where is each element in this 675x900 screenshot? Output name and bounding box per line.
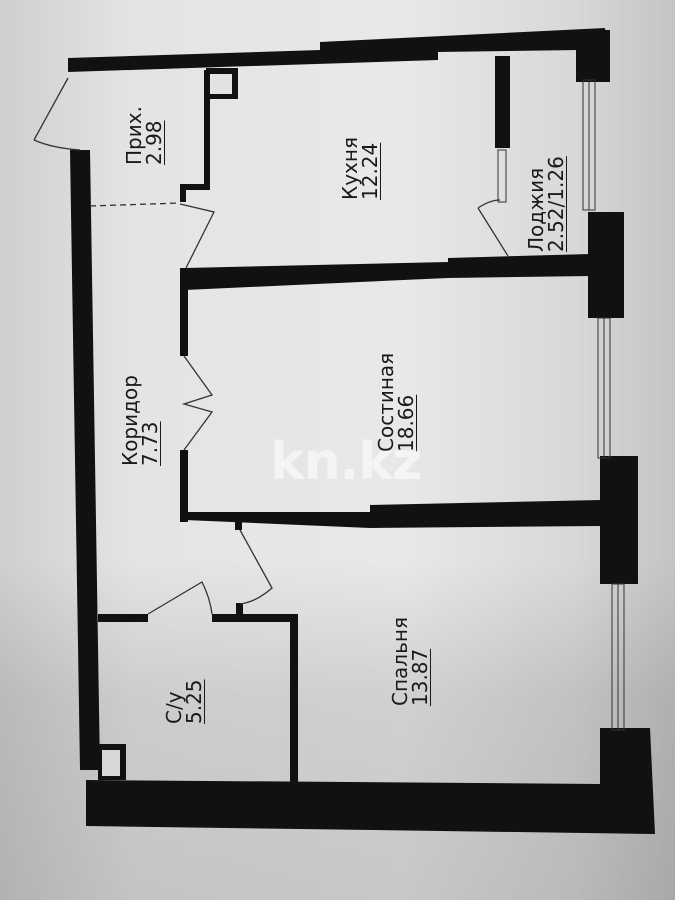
room-name: Спальня [388,617,412,706]
wall-kitchen-living [185,254,590,290]
room-name: Лоджия [524,167,548,252]
wall-pier-2 [600,456,638,584]
wall-pier-1 [588,212,624,318]
room-area: 5.25 [182,679,207,724]
room-label-bathroom: С/у 5.25 [162,679,207,724]
niche-hole [212,74,232,94]
wall-corridor-living-top [180,268,188,356]
wall-hallway-niche-2 [232,68,238,98]
wall-bath-right [290,614,298,782]
room-area: 13.87 [408,648,433,706]
room-name: Прих. [122,106,146,165]
wall-hallway-niche-3 [206,94,238,99]
wall-top [68,28,610,80]
wall-kitchen-loggia [495,56,510,148]
wall-bath-top-right [212,614,298,622]
room-label-bedroom: Спальня 13.87 [388,617,433,706]
room-area: 2.98 [142,120,167,165]
wall-bottom [86,728,655,834]
shaft-hole [102,750,120,776]
room-name: Коридор [118,375,142,466]
wall-door-stub [235,516,242,530]
wall-corridor-living-bottom [180,450,188,522]
room-area: 7.73 [138,421,163,466]
wall-hallway-right [180,70,210,202]
room-name: С/у [162,691,186,724]
room-label-kitchen: Кухня 12.24 [338,137,383,200]
room-name: Кухня [338,137,362,200]
wall-bath-top-left [98,614,148,622]
window-kitchen-loggia [497,149,507,203]
room-label-corridor: Коридор 7.73 [118,375,163,466]
wall-hallway-niche [206,68,238,74]
watermark: kn.kz [270,432,422,492]
wall-left [70,150,100,770]
room-label-hallway: Прих. 2.98 [122,106,167,165]
wall-living-bedroom [185,500,600,528]
room-label-loggia: Лоджия 2.52/1.26 [524,156,569,252]
door-entrance [33,77,69,141]
wall-corner-top-right [576,30,610,82]
room-area: 12.24 [358,142,383,200]
wall-door-stub-2 [236,603,243,615]
room-area: 2.52/1.26 [544,156,569,252]
